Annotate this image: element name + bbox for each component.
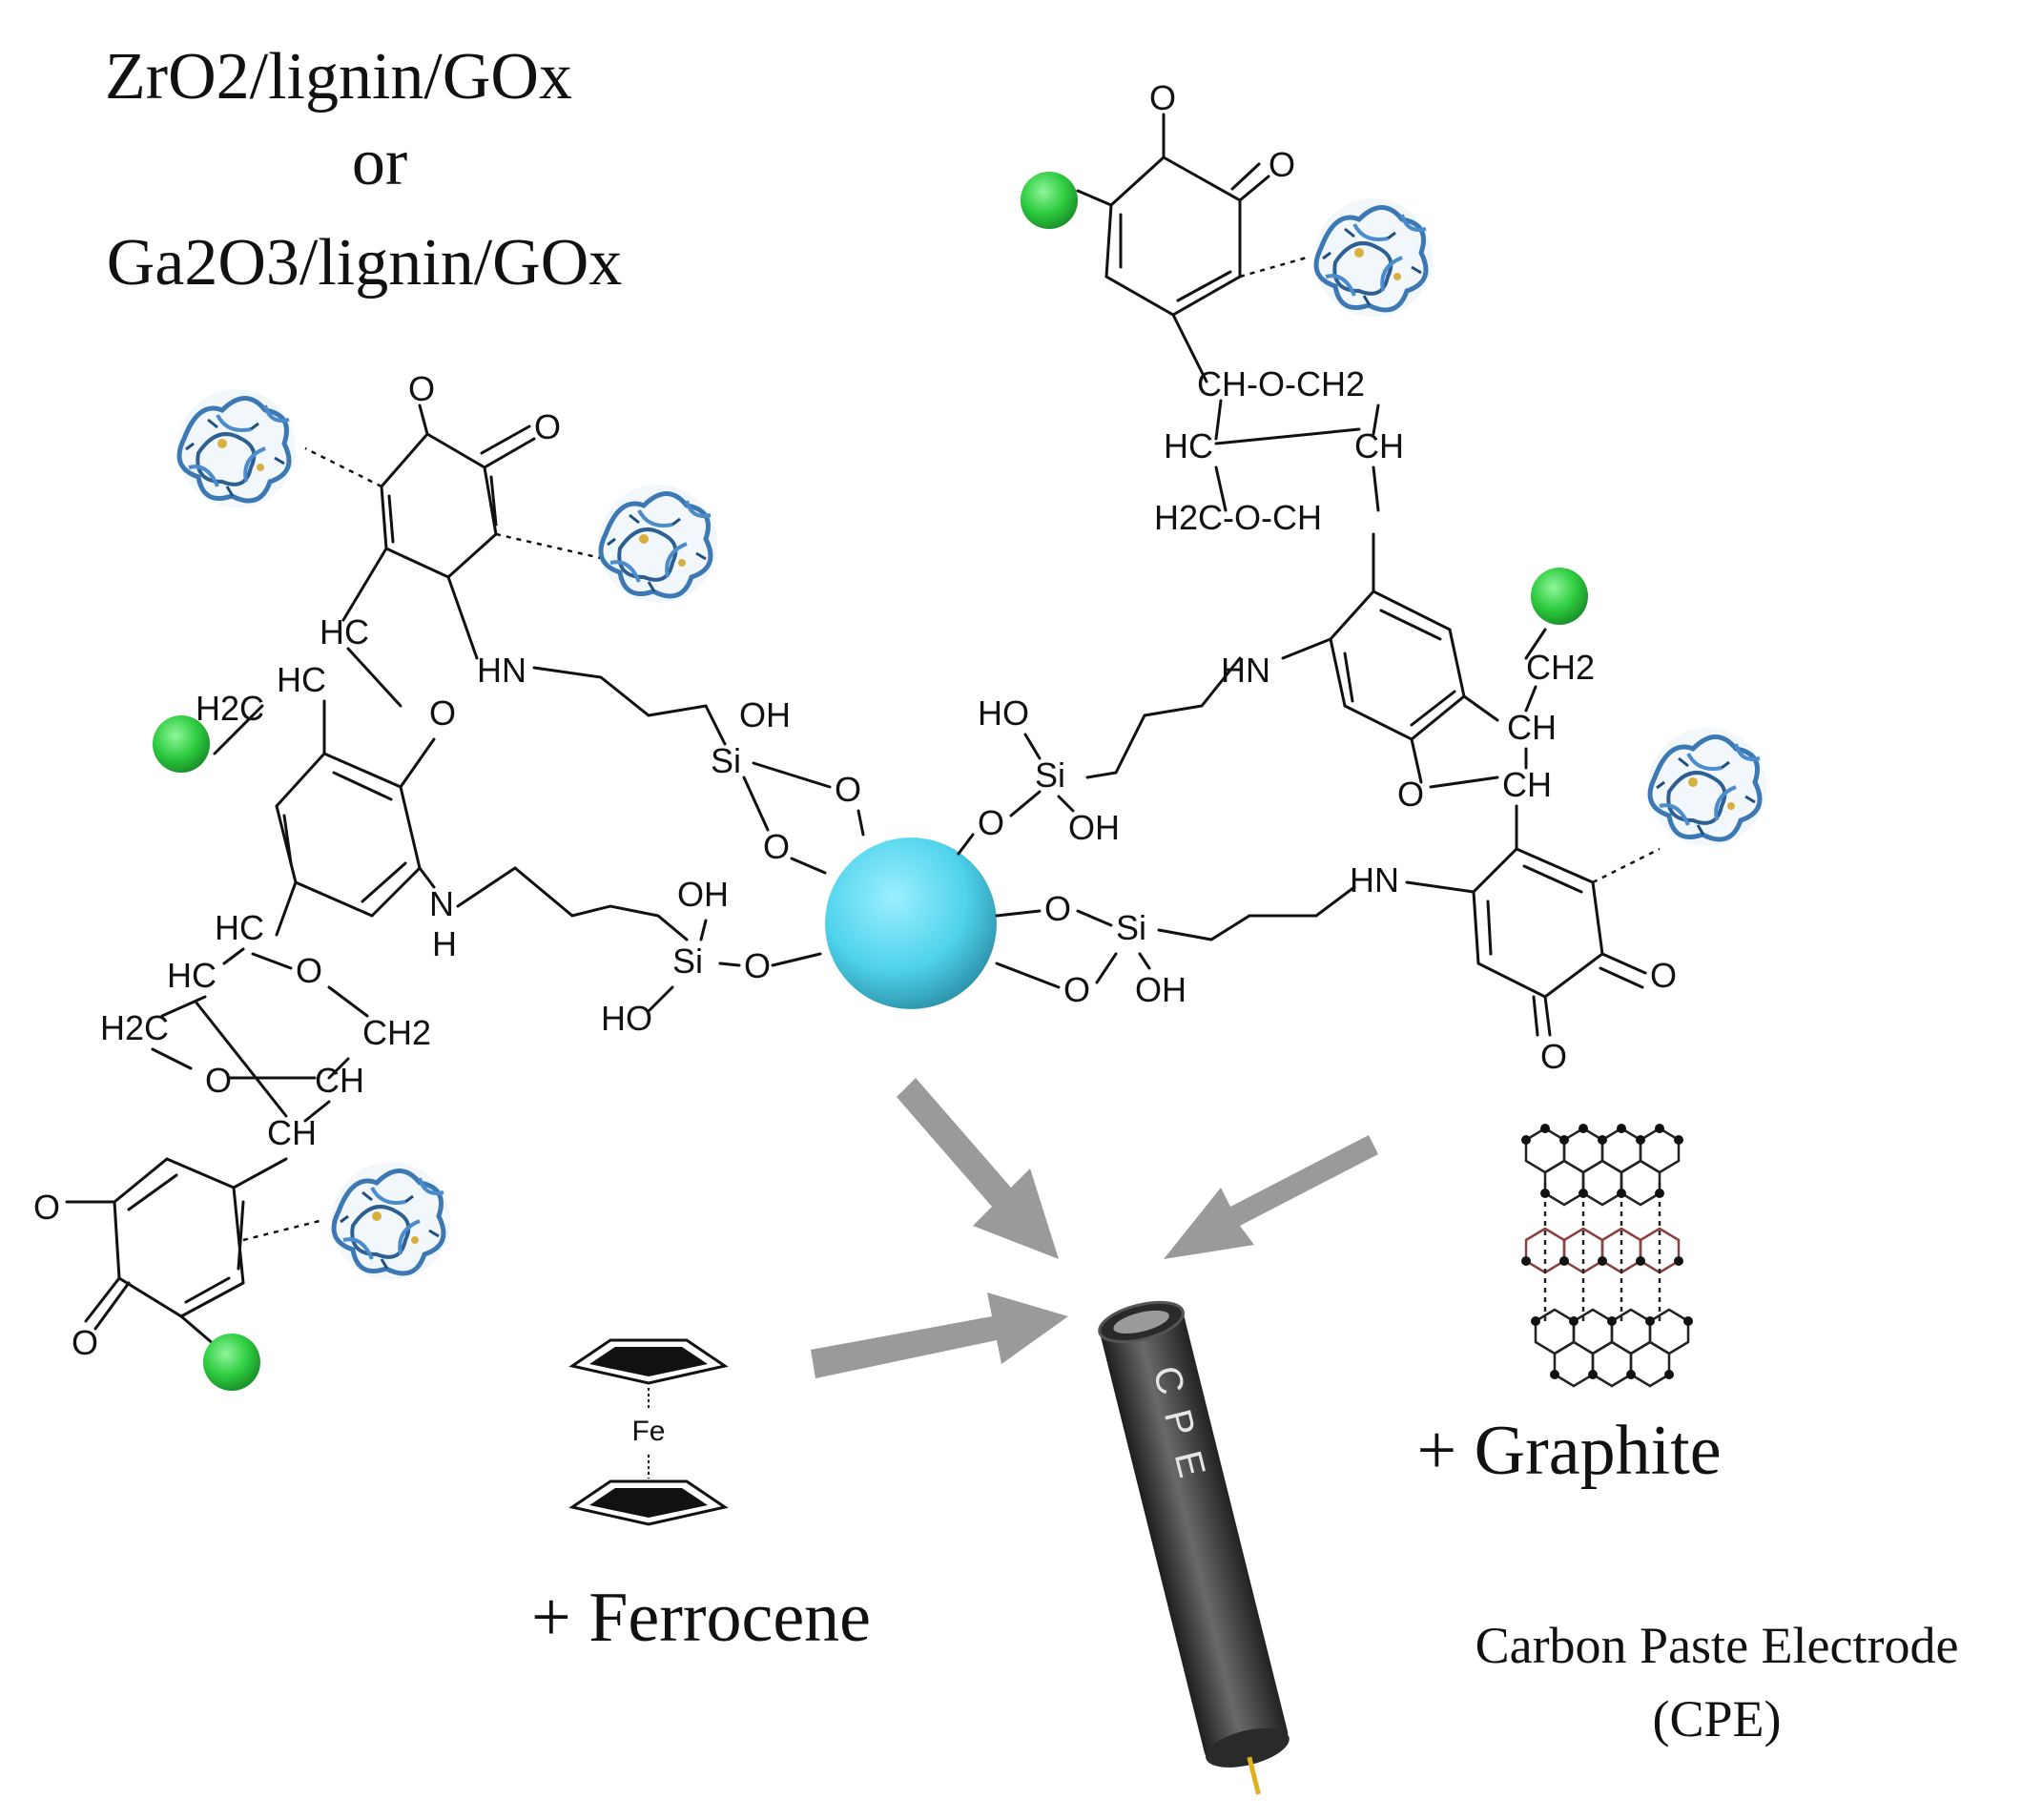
atom-hc-1: HC [320, 612, 369, 651]
atom-ch-5: CH [1502, 765, 1552, 804]
si-4-bonds [995, 885, 1356, 989]
title-line-2: or [352, 126, 407, 199]
atom-ch2-2: CH2 [1526, 648, 1595, 687]
ferrocene-icon [568, 1338, 729, 1526]
atom-si-4: Si [1116, 908, 1146, 947]
arrow-icon [1164, 1135, 1378, 1259]
atom-ho-1: HO [601, 999, 652, 1038]
right-bridge-bonds [1429, 628, 1547, 851]
atom-o-3: O [429, 693, 456, 733]
atom-o-4: O [835, 770, 861, 809]
atom-ho-2: HO [978, 693, 1029, 733]
right-lower-quinone [1405, 847, 1661, 1037]
cpe-label-line-2: (CPE) [1653, 1690, 1782, 1748]
green-sphere-icon [1021, 172, 1078, 229]
atom-o-8: O [205, 1061, 232, 1100]
enzyme-gox-icon [1648, 728, 1766, 846]
atom-ch-3: CH [1354, 426, 1404, 465]
green-sphere-icon [1531, 568, 1588, 625]
atom-o-2: O [534, 407, 561, 446]
atom-hn-2: HN [1221, 651, 1270, 690]
atom-n-1: N [429, 884, 454, 923]
graphite-label: + Graphite [1416, 1412, 1721, 1490]
left-lower-quinone [65, 1157, 320, 1347]
title-line-1: ZrO2/lignin/GOx [105, 40, 572, 114]
atom-o-14: O [978, 803, 1004, 842]
atom-si-1: Si [711, 741, 741, 780]
atom-o-15: O [1044, 889, 1071, 928]
atom-ch2-1: CH2 [362, 1013, 431, 1052]
atom-si-3: Si [1035, 755, 1065, 795]
enzyme-gox-icon [332, 1162, 450, 1280]
atom-h2c-o-ch: H2C-O-CH [1154, 498, 1322, 537]
ferrocene-label: + Ferrocene [531, 1579, 871, 1657]
right-aromatic-ring [1281, 589, 1499, 784]
atom-hc-4: HC [167, 956, 217, 995]
title-line-3: Ga2O3/lignin/GOx [107, 226, 623, 300]
atom-o-11: O [1149, 78, 1176, 117]
right-upper-quinone [1076, 113, 1308, 383]
enzyme-gox-icon [599, 485, 717, 603]
left-bridge-bonds [213, 647, 436, 789]
green-sphere-icon [203, 1334, 260, 1391]
atom-ch-4: CH [1507, 708, 1557, 747]
atom-o-6: O [744, 946, 771, 985]
arrow-icon [811, 1293, 1068, 1378]
atom-oh-3: OH [1068, 808, 1120, 847]
atom-ch-o-ch2: CH-O-CH2 [1197, 364, 1365, 403]
enzyme-gox-icon [177, 389, 296, 507]
atom-o-17: O [1650, 956, 1677, 995]
left-upper-quinone [304, 403, 602, 660]
si-2-bonds [647, 919, 822, 1013]
atom-o-5: O [763, 827, 790, 866]
left-lower-bridge-bonds [151, 947, 369, 1189]
atom-hn-1: HN [477, 651, 526, 690]
atom-hc-2: HC [277, 660, 326, 699]
atom-hc-5: HC [1164, 426, 1213, 465]
atom-o-7: O [296, 951, 322, 990]
atom-h-1: H [432, 924, 457, 963]
graphite-lattice-icon [1521, 1124, 1693, 1388]
right-upper-chain [1085, 656, 1242, 779]
arrow-icon [897, 1078, 1059, 1259]
atom-hn-3: HN [1350, 860, 1399, 900]
atom-oh-4: OH [1135, 970, 1187, 1009]
nanoparticle-icon [825, 838, 997, 1009]
atom-o-16: O [1063, 970, 1090, 1009]
atom-h2c-2: H2C [100, 1008, 169, 1047]
cpe-label-line-1: Carbon Paste Electrode [1476, 1617, 1959, 1674]
left-upper-chain [532, 666, 727, 746]
atom-oh-2: OH [677, 875, 729, 914]
right-upper-bridge-bonds [1214, 399, 1380, 593]
atom-hc-3: HC [215, 908, 264, 947]
si-3-bonds [957, 733, 1075, 856]
fe-label: Fe [631, 1416, 665, 1447]
electrode-icon: CPE [1098, 1300, 1290, 1795]
green-sphere-icon [153, 715, 210, 773]
atom-oh-1: OH [739, 695, 791, 734]
left-aromatic-ring [275, 752, 436, 937]
enzyme-gox-icon [1314, 198, 1433, 317]
si-1-bonds [742, 761, 865, 875]
atom-o-13: O [1397, 775, 1424, 814]
atom-o-1: O [408, 369, 435, 408]
atom-o-10: O [72, 1323, 98, 1362]
atom-h2c-1: H2C [196, 689, 264, 728]
atom-o-12: O [1269, 145, 1295, 184]
atom-o-9: O [33, 1188, 60, 1227]
atom-o-18: O [1540, 1037, 1567, 1076]
left-lower-chain [456, 866, 689, 941]
atom-si-2: Si [672, 941, 703, 981]
